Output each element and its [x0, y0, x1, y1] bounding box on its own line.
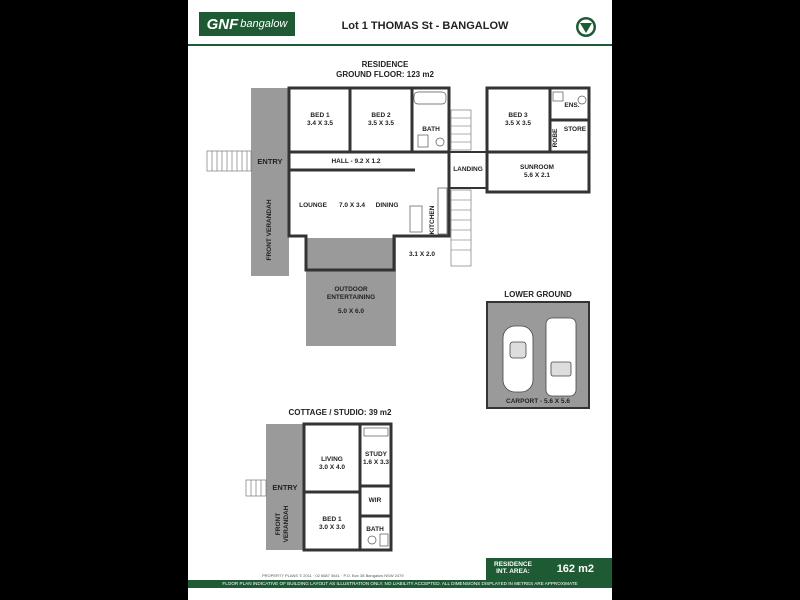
room-bed1-name: BED 1	[310, 112, 330, 119]
area-label-line1: RESIDENCE	[494, 561, 532, 568]
kitchen-bench	[409, 187, 448, 235]
brand-emblem-icon	[576, 17, 596, 37]
cottage-entry: ENTRY	[272, 483, 298, 492]
cottage-verandah-label: FRONT VERANDAH	[275, 499, 291, 549]
residence-walls	[287, 86, 451, 272]
residence-heading: RESIDENCE	[361, 60, 409, 69]
room-bed3-name: BED 3	[508, 112, 528, 119]
room-laundry-dim: 3.1 X 2.0	[408, 251, 436, 258]
room-sunroom: SUNROOM 5.6 X 2.1	[512, 164, 562, 180]
cottage-fixtures	[363, 427, 389, 547]
cottage-living: LIVING 3.0 X 4.0	[312, 456, 352, 472]
cottage-living-dim: 3.0 X 4.0	[318, 464, 346, 471]
area-label: RESIDENCE INT. AREA:	[494, 561, 532, 575]
cottage-study-name: STUDY	[364, 451, 388, 458]
room-bed3-dim: 3.5 X 3.5	[504, 120, 532, 127]
carport-label: CARPORT - 5.6 X 5.6	[506, 398, 570, 405]
brand-logo: GNF bangalow	[199, 12, 295, 36]
ute-icon	[545, 317, 577, 397]
front-verandah-area	[251, 88, 289, 276]
room-bed1: BED 1 3.4 X 3.5	[297, 112, 343, 128]
cottage-verandah-area	[266, 424, 304, 550]
outdoor-entertaining-label: OUTDOOR ENTERTAINING 5.0 X 6.0	[321, 286, 381, 316]
room-dining: DINING	[375, 202, 399, 209]
cottage-heading: COTTAGE / STUDIO: 39 m2	[288, 408, 392, 417]
cottage-bath: BATH	[366, 526, 384, 533]
room-landing: LANDING	[453, 166, 483, 173]
room-sunroom-name: SUNROOM	[520, 164, 554, 171]
plan-title: Lot 1 THOMAS St - BANGALOW	[341, 20, 509, 32]
disclaimer-bar: FLOOR PLAN INDICATIVE OF BUILDING LAYOUT…	[188, 580, 612, 588]
lower-ground-heading: LOWER GROUND	[504, 290, 572, 299]
cottage-wir: WIR	[368, 497, 382, 504]
room-bed1-dim: 3.4 X 3.5	[306, 120, 334, 127]
room-robe: ROBE	[552, 128, 559, 148]
area-value: 162 m2	[556, 563, 594, 575]
room-lounge-dim: 7.0 X 3.4	[338, 202, 366, 209]
entertaining-label: ENTERTAINING	[326, 294, 376, 301]
room-sunroom-dim: 5.6 X 2.1	[523, 172, 551, 179]
cottage-entry-stairs	[245, 479, 267, 497]
cottage-study: STUDY 1.6 X 3.3	[362, 451, 390, 467]
room-bed2: BED 2 3.5 X 3.5	[358, 112, 404, 128]
room-store: STORE	[563, 126, 587, 133]
room-bed2-dim: 3.5 X 3.5	[367, 120, 395, 127]
room-entry: ENTRY	[257, 157, 283, 166]
cottage-bed1-name: BED 1	[322, 516, 342, 523]
bed3-wing-walls	[485, 86, 591, 194]
header-rule	[188, 44, 612, 46]
room-lounge: LOUNGE	[299, 202, 327, 209]
outdoor-label: OUTDOOR	[334, 286, 368, 293]
logo-suffix: bangalow	[240, 18, 288, 30]
cottage-bed1-dim: 3.0 X 3.0	[318, 524, 346, 531]
outdoor-entertaining-area	[306, 238, 396, 346]
cottage-study-dim: 1.6 X 3.3	[362, 459, 390, 466]
car-icon	[502, 325, 534, 393]
cottage-front-label: FRONT	[275, 512, 282, 536]
room-kitchen: KITCHEN	[429, 205, 436, 235]
logo-brand: GNF	[206, 15, 239, 33]
cottage-verandah-text: VERANDAH	[283, 505, 290, 543]
residence-area-box: RESIDENCE INT. AREA: 162 m2	[486, 558, 612, 580]
copyright-text: PROPERTY PLANS © 2011 · 02 6687 0641 · P…	[262, 573, 404, 578]
outdoor-dim: 5.0 X 6.0	[337, 308, 365, 315]
residence-subheading: GROUND FLOOR: 123 m2	[336, 70, 434, 79]
room-bed3: BED 3 3.5 X 3.5	[495, 112, 541, 128]
entry-stairs	[206, 150, 252, 172]
internal-stairs	[450, 109, 472, 267]
room-bed2-name: BED 2	[371, 112, 391, 119]
ensuite-fixtures	[552, 91, 587, 105]
front-verandah-label: FRONT VERANDAH	[266, 199, 273, 261]
area-label-line2: INT. AREA:	[496, 568, 530, 575]
cottage-walls	[302, 422, 393, 552]
room-ens: ENS.	[564, 102, 580, 109]
room-bath: BATH	[422, 126, 440, 133]
cottage-living-name: LIVING	[321, 456, 343, 463]
cottage-bed1: BED 1 3.0 X 3.0	[312, 516, 352, 532]
room-hall: HALL - 9.2 X 1.2	[331, 158, 381, 165]
bathroom-fixtures	[413, 91, 447, 148]
